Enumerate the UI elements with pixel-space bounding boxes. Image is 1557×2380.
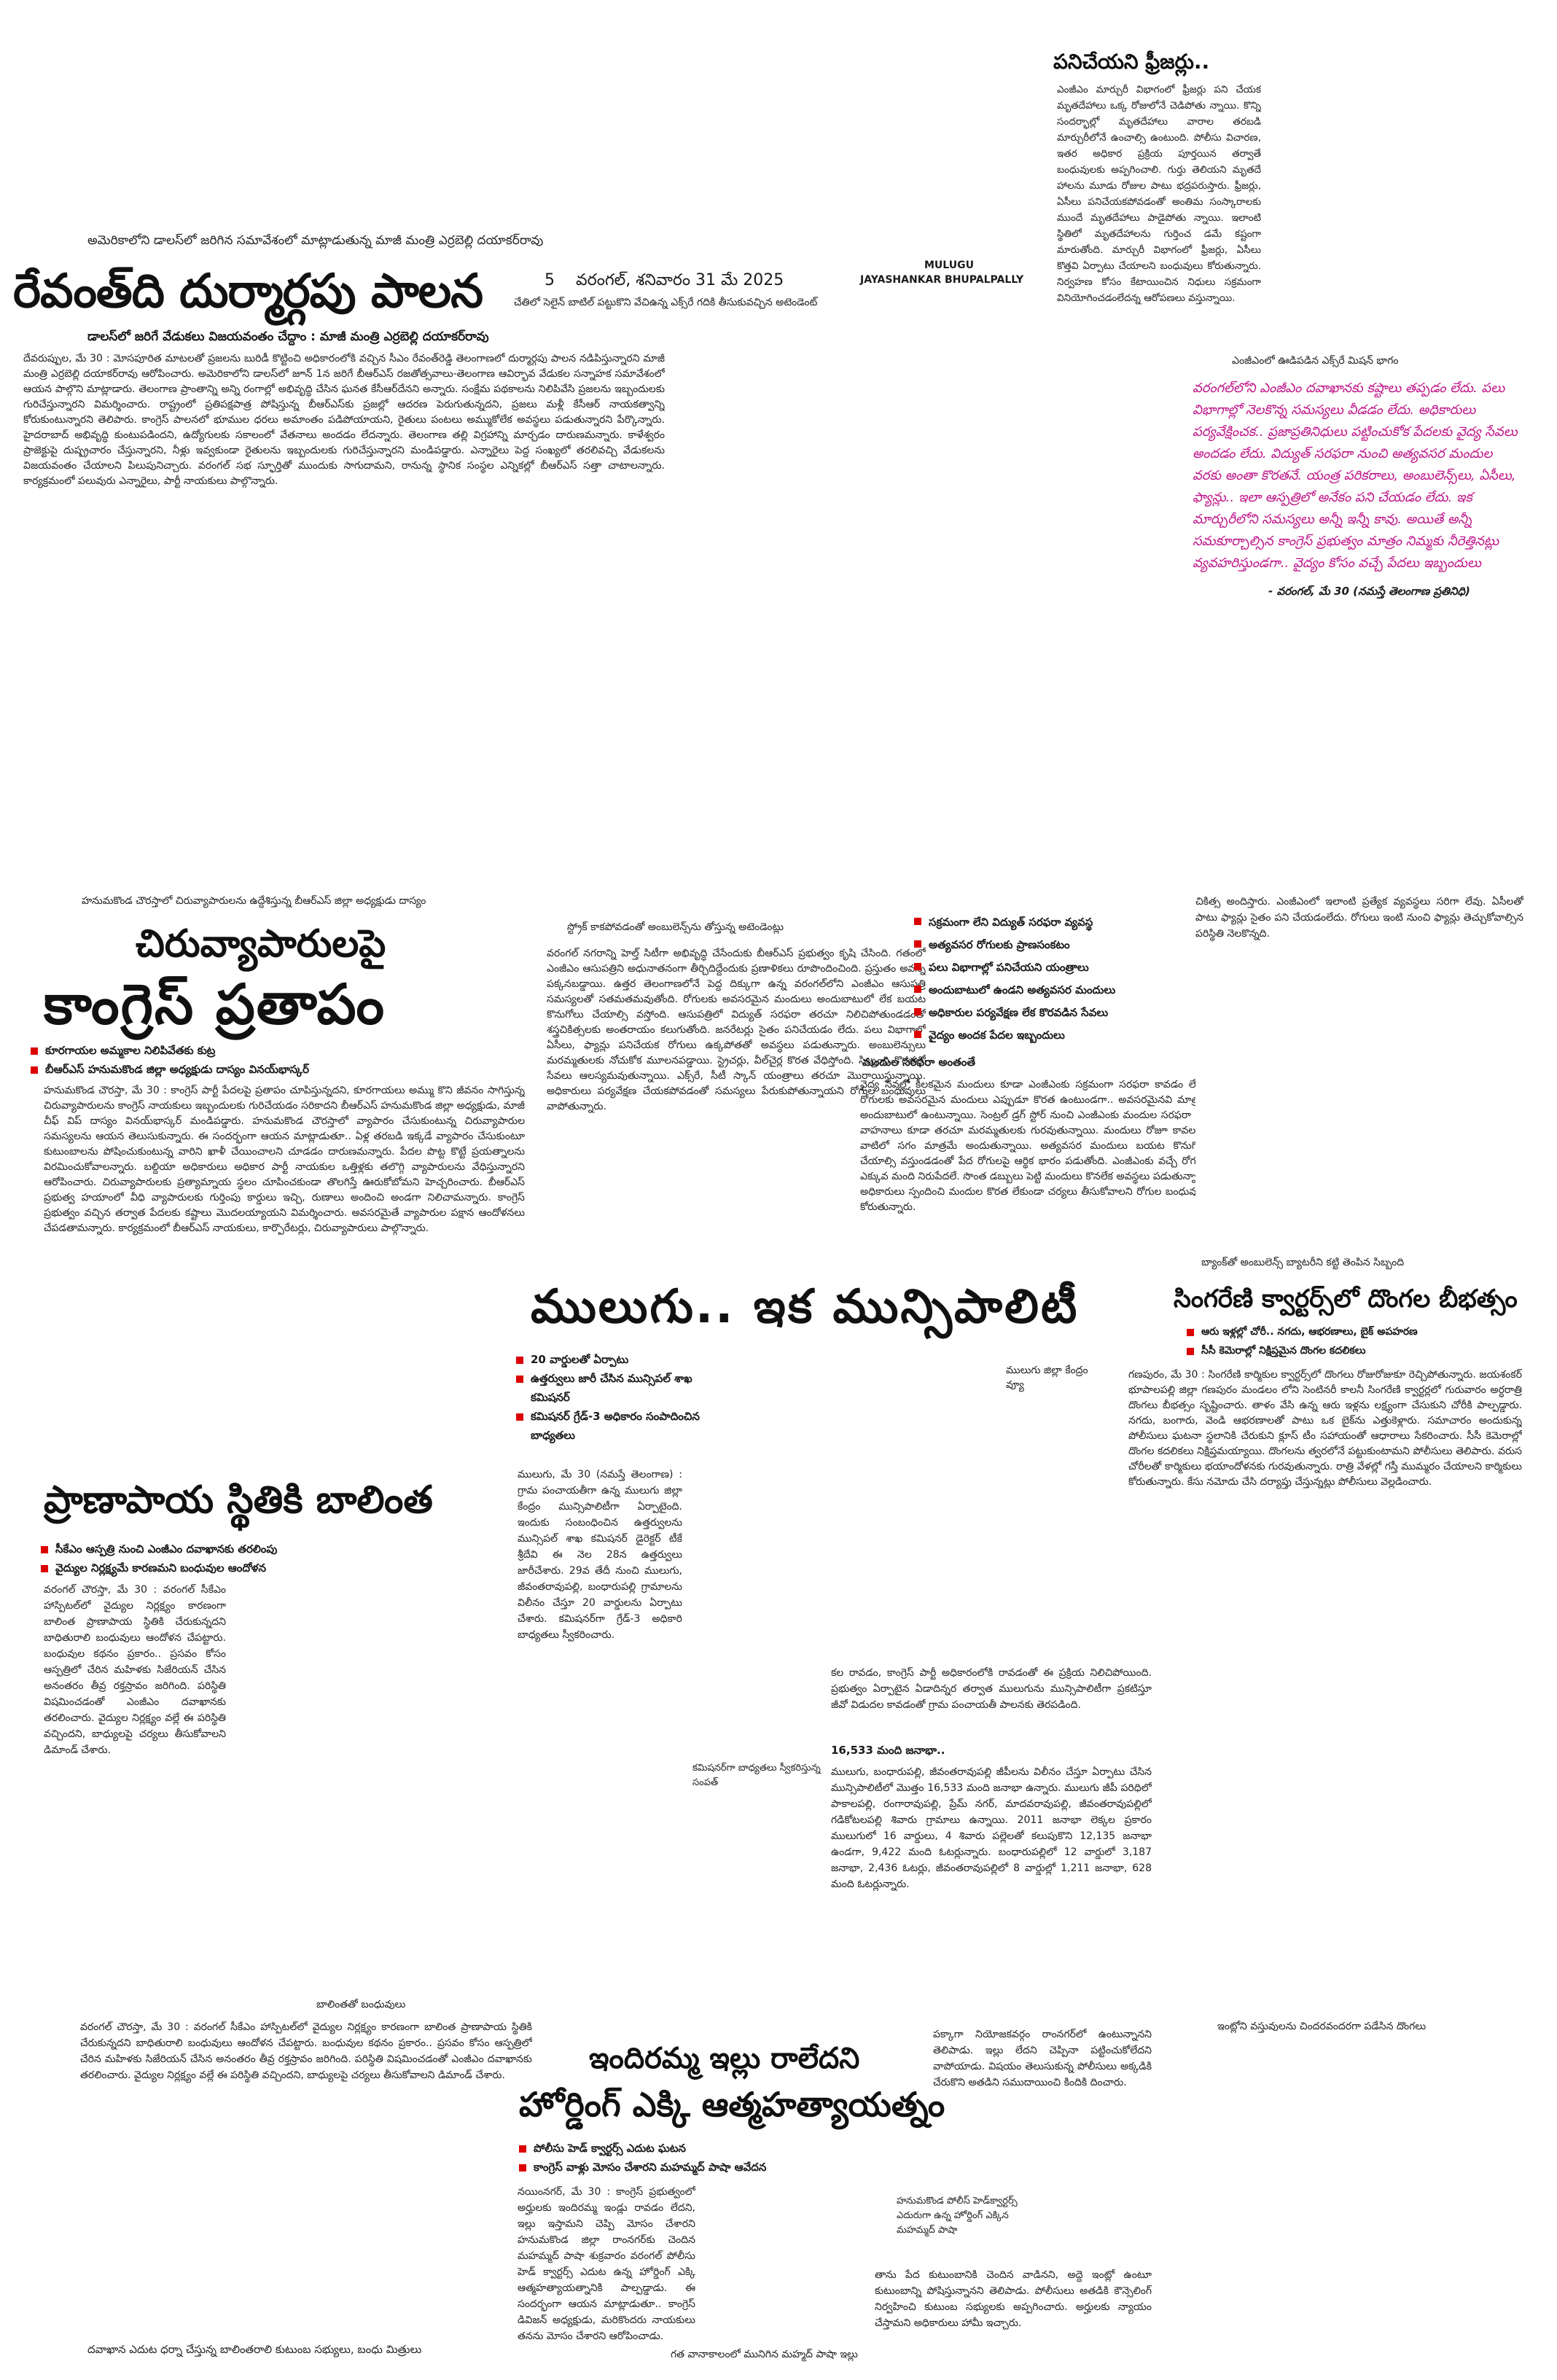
story11-bottom-caption: గత వానాకాలంలో మునిగిన మహ్మద్ పాషా ఇల్లు [671,2349,858,2360]
story4-bullets: కూరగాయల అమ్మకాల నిలిపివేతకు కుట్ర బీఆర్‌… [29,1041,525,1079]
story5-photo [241,1583,518,1991]
story11-col2: పక్కాగా నియోజకవర్గం రాంనగర్‌లో ఉంటున్నాన… [933,2029,1152,2088]
story5-bullet: వైద్యుల నిర్లక్ష్యమే కారణమని బంధువుల ఆంద… [39,1558,506,1577]
red-bullets: సక్రమంగా లేని విద్యుత్ సరఫరా వ్యవస్థ అత్… [913,911,1219,1047]
section-line-1: MULUGU [924,260,974,271]
red-bullet: అత్యవసర రోగులకు ప్రాణసంకటం [913,934,1219,956]
story11-col2b: తాను పేద కుటుంబానికి చెందిన వాడినని, అద్… [875,2269,1152,2329]
date-line: వరంగల్, శనివారం 31 మే 2025 [576,271,784,289]
red-bullet: సక్రమంగా లేని విద్యుత్ సరఫరా వ్యవస్థ [913,911,1219,934]
story3-body: ఎంజీఎం మార్చురీ విభాగంలో ఫ్రీజర్లు పని చ… [1057,84,1261,304]
mulugu-col2b: ములుగు, బంధారుపల్లి, జీవంతరావుపల్లి జీపీ… [831,1766,1152,1890]
story11-col1: నయింనగర్, మే 30 : కాంగ్రెస్ ప్రభుత్వంలో … [518,2186,695,2342]
red-bullet: అధికారుల పర్యవేక్షణ లేక కొరవడిన సేవలు [913,1002,1219,1024]
mulugu-bullet: కమిషనర్ గ్రేడ్-3 అధికారం సంపాదించిన బాధ్… [515,1407,733,1445]
story7-body: వైద్య సేవల్లో కీలకమైన మందులు కూడా ఎంజీఎం… [860,1079,1210,1213]
highlight-text: వరంగల్‌లోని ఎంజీఎం దవాఖానకు కష్టాలు తప్ప… [1193,381,1518,579]
story10-headline: సింగరేణి క్వార్టర్స్‌లో దొంగల బీభత్సం [1174,1284,1518,1314]
red-bullet: పలు విభాగాల్లో పనిచేయని యంత్రాలు [913,956,1219,979]
story1-kicker: అమెరికాలోని డాలస్‌లో జరిగిన సమావేశంలో మా… [87,233,544,248]
story6-kicker: స్ట్రోక్ కాకపోవడంతో అంబులెన్స్‌ను తోస్తు… [567,921,784,933]
story11-bullets: పోలీసు హెడ్ క్వార్టర్స్ ఎదుట ఘటన కాంగ్రె… [518,2139,926,2177]
story8-photo [1195,990,1531,1254]
red-bullet: అందుబాటులో ఉండని అత్యవసర మందులు [913,979,1219,1002]
story10-bottom-caption: ఇంట్లోని వస్తువులను చిందరవందరగా పడేసిన ద… [1217,2021,1427,2032]
mulugu-sampath-caption: కమిషనర్‌గా బాధ్యతలు స్వీకరిస్తున్న సంపత్ [692,1763,821,1788]
story10-bullets: ఆరు ఇళ్లల్లో చోరీ.. నగదు, ఆభరణాలు, బైక్ … [1185,1322,1521,1360]
story1-body: దేవరుప్పుల, మే 30 : మోసపూరిత మాటలతో ప్రజ… [23,353,665,487]
story10-body: గణపురం, మే 30 : సింగరేణి కార్మికుల క్వార… [1128,1369,1522,1488]
story11-bullet: పోలీసు హెడ్ క్వార్టర్స్ ఎదుట ఘటన [518,2139,926,2158]
story5-headline: ప్రాణాపాయ స్థితికి బాలింత [44,1478,433,1522]
story10-photo [1166,1717,1531,2009]
mulugu-headline: ములుగు.. ఇక మున్సిపాలిటీ [531,1280,1080,1334]
story11-headline2: హోర్డింగ్ ఎక్కి ఆత్మహత్యాయత్నం [519,2085,945,2124]
story6-body: వరంగల్ నగరాన్ని హెల్త్ సిటీగా అభివృద్ధి … [547,948,926,1112]
highlight-byline: - వరంగల్, మే 30 (నమస్తే తెలంగాణ ప్రతినిధ… [1268,585,1470,598]
story11-photo [704,2184,1083,2359]
page-number: 5 [545,271,555,289]
story4-kicker: హనుమకొండ చౌరస్తాలో చిరువ్యాపారులను ఉద్దే… [82,895,426,907]
story4-headline1: చిరువ్యాపారులపై [136,922,386,966]
highlight-kicker: ఎంజీఎంలో ఊడిపడిన ఎక్స్‌రే మిషన్ భాగం [1232,355,1399,367]
story5-bullets: సీకేఎం ఆస్పత్రి నుంచి ఎంజీఎం దవాఖానకు తర… [39,1540,506,1577]
story11-headline1: ఇందిరమ్మ ఇల్లు రాలేదని [589,2042,860,2075]
story5-body: వరంగల్ చౌరస్తా, మే 30 : వరంగల్ సీకేఎం హా… [44,1584,226,1756]
mulugu-col2: కల రావడం, కాంగ్రెస్ పార్టీ అధికారంలోకి ర… [831,1667,1152,1711]
mulugu-sampath-photo [691,1467,851,1787]
story11-photo-caption: హనుమకొండ పోలీస్ హెడ్‌క్వార్టర్స్ ఎదురుగా… [897,2196,1018,2236]
story5-bottom-caption: దవాఖాన ఎదుట ధర్నా చేస్తున్న బాలింతరాలి క… [87,2343,422,2356]
mulugu-col1: ములుగు, మే 30 (నమస్తే తెలంగాణ) : గ్రామ ప… [518,1469,682,1641]
mulugu-bullet: ఉత్తర్వులు జారీ చేసిన మున్సిపల్ శాఖ కమిష… [515,1369,733,1407]
story11-bullet: కాంగ్రెస్ వాళ్లు మోసం చేశారని మహమ్మద్ పా… [518,2158,926,2177]
section-line-2: JAYASHANKAR BHUPALPALLY [860,274,1024,286]
story5-body-cont: వరంగల్ చౌరస్తా, మే 30 : వరంగల్ సీకేఎం హా… [80,2021,532,2081]
story5-bullet: సీకేఎం ఆస్పత్రి నుంచి ఎంజీఎం దవాఖానకు తర… [39,1540,506,1558]
story2-caption: చేతిలో సెలైన్ బాటిల్ పట్టుకొని వేచిఉన్న … [514,297,818,308]
mulugu-bullets: 20 వార్డులతో ఏర్పాటు ఉత్తర్వులు జారీ చేస… [515,1350,733,1445]
mulugu-stat-head: 16,533 మంది జనాభా.. [831,1744,945,1757]
story3-headline: పనిచేయని ఫ్రీజర్లు.. [1053,50,1210,74]
story4-body: హనుమకొండ చౌరస్తా, మే 30 : కాంగ్రెస్ పార్… [44,1085,525,1234]
story10-photo-caption: బ్యాంక్‌తో అంబులెన్స్ బ్యాటరీని కట్టి తె… [1201,1257,1405,1268]
mulugu-bullet: 20 వార్డులతో ఏర్పాటు [515,1350,733,1369]
story4-bullet: కూరగాయల అమ్మకాల నిలిపివేతకు కుట్ర [29,1041,525,1060]
story4-headline2: కాంగ్రెస్ ప్రతాపం [44,972,386,1037]
story5-bottom-photo [15,2194,583,2337]
story10-bullet: సీసీ కెమెరాల్లో నిక్షిప్తమైన దొంగల కదలిక… [1185,1341,1521,1360]
mulugu-photo-caption: ములుగు జిల్లా కేంద్రం వ్యూ [1006,1365,1088,1391]
story5-photo-caption: బాలింతతో బంధువులు [316,1999,406,2010]
red-bullet: వైద్యం అందక పేదల ఇబ్బందులు [913,1024,1219,1047]
story1-headline: రేవంత్‌ది దుర్మార్గపు పాలన [13,265,483,319]
story4-bullet: బీఆర్‌ఎస్ హనుమకొండ జిల్లా అధ్యక్షుడు దాస… [29,1060,525,1079]
story1-subhead: డాలస్‌లో జరిగే వేడుకలు విజయవంతం చేద్దాం … [87,329,489,344]
story7-kicker: మందుల సరఫరా అంతంతే [862,1056,976,1069]
story10-bullet: ఆరు ఇళ్లల్లో చోరీ.. నగదు, ఆభరణాలు, బైక్ … [1185,1322,1521,1341]
story8-text: చికిత్స అందిస్తారు. ఎంజీఎంలో ఇలాంటి ప్రత… [1195,896,1523,940]
